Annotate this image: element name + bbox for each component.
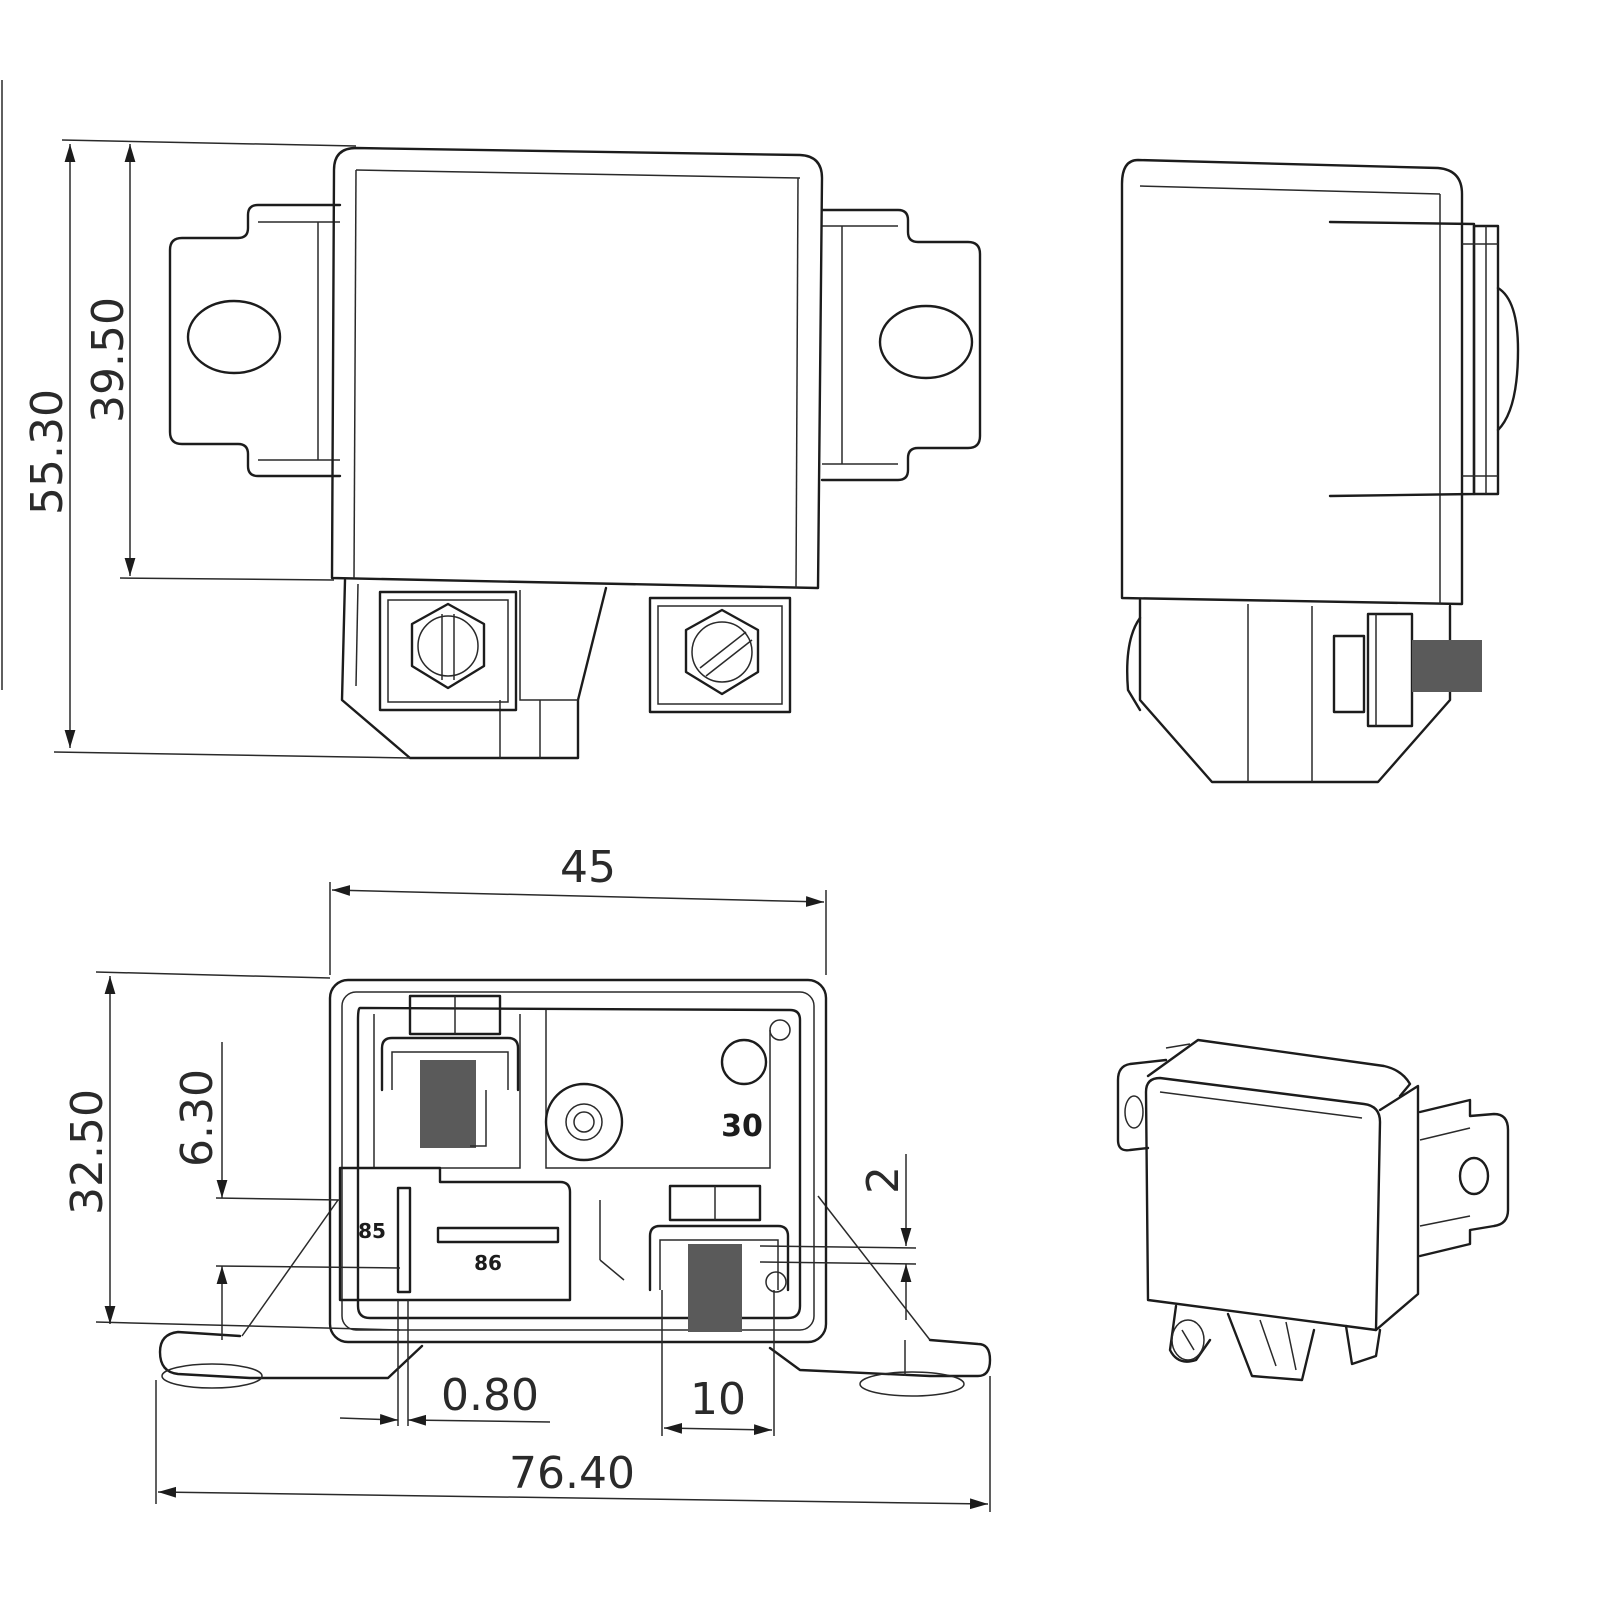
- center-stud: [544, 1082, 624, 1162]
- side-nut: [1332, 634, 1366, 714]
- dim-overall-height: 55.30: [22, 389, 73, 515]
- corner-hole: [720, 1038, 768, 1086]
- terminal-86-label: 86: [474, 1251, 502, 1275]
- isometric-view: [1116, 1038, 1510, 1382]
- front-view: [168, 146, 982, 760]
- top-view: [158, 978, 992, 1397]
- terminal-block: [340, 578, 608, 760]
- left-screw-terminal: [378, 590, 518, 712]
- relay-body: [330, 146, 824, 590]
- iso-top-face: [1146, 1038, 1412, 1098]
- terminal-30-label: 30: [721, 1109, 763, 1144]
- front-dimensions: [53, 139, 411, 759]
- dim-base-height: 32.50: [62, 1089, 113, 1215]
- dim-body-height: 39.50: [83, 297, 134, 423]
- terminal-30-hatch-icon: [688, 1244, 742, 1332]
- dim-overall-width: 76.40: [509, 1448, 635, 1499]
- iso-left-flange: [1116, 1058, 1168, 1152]
- dim-terminal-width: 10: [690, 1374, 746, 1425]
- coil-connector-85-86: [338, 1166, 572, 1302]
- side-terminal-plate: [1366, 612, 1414, 728]
- side-flange: [1328, 220, 1476, 498]
- iso-right-flange: [1418, 1098, 1510, 1258]
- side-terminal-block: [1138, 598, 1452, 784]
- left-mounting-flange: [168, 203, 342, 478]
- base-foot-left: [158, 1330, 424, 1380]
- left-mounting-hole: [186, 299, 282, 375]
- right-screw-terminal: [648, 596, 792, 714]
- side-view: [1120, 158, 1520, 784]
- dim-body-width: 45: [560, 842, 616, 893]
- hatched-terminal-icon: [420, 1060, 476, 1148]
- terminal-85-label: 85: [358, 1219, 386, 1243]
- iso-bottom-terminals: [1168, 1304, 1382, 1382]
- dim-tab-thickness: 0.80: [441, 1370, 539, 1421]
- side-body: [1120, 158, 1464, 606]
- right-mounting-hole: [878, 304, 974, 380]
- right-screw-head-icon: [684, 608, 760, 696]
- iso-mounting-hole: [1458, 1156, 1490, 1196]
- top-body-outline: [328, 978, 828, 1344]
- right-mounting-flange: [820, 208, 982, 482]
- threaded-stud-icon: [1412, 640, 1482, 692]
- base-foot-right: [768, 1338, 992, 1378]
- dim-terminal-gap: 2: [858, 1166, 909, 1194]
- left-screw-head-icon: [410, 602, 486, 690]
- iso-front-face: [1144, 1076, 1382, 1332]
- top-dimensions: [95, 882, 991, 1512]
- dim-terminal-offset: 6.30: [172, 1069, 223, 1167]
